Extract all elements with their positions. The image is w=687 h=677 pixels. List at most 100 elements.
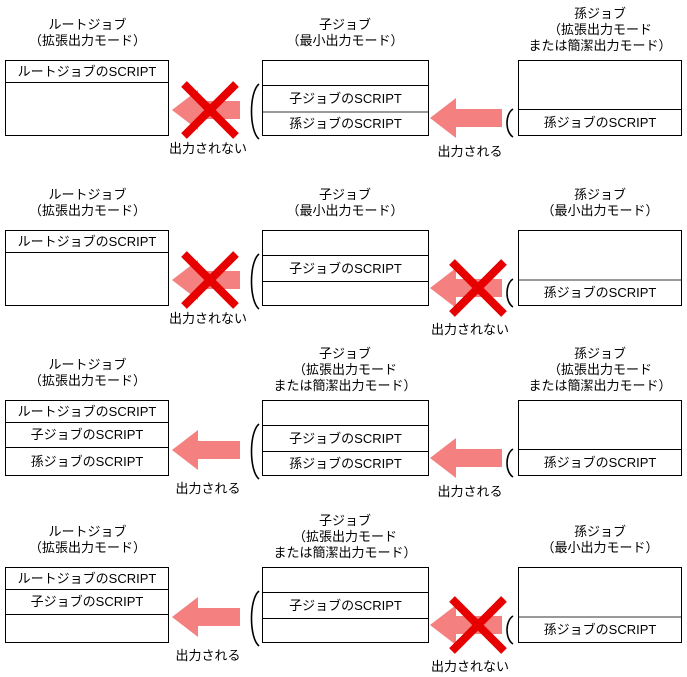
- child-job-title-line3: または簡潔出力モード）: [273, 378, 417, 393]
- grandchild-job-title-line2: （最小出力モード）: [541, 540, 659, 555]
- no-output-cross-icon: [178, 78, 242, 147]
- child-job-title: 子ジョブ （最小出力モード）: [245, 187, 445, 219]
- script-section: ルートジョブのSCRIPT: [17, 403, 157, 419]
- root-job-title-line2: （拡張出力モード）: [28, 203, 146, 218]
- arrow-caption: 出力されない: [430, 659, 509, 674]
- child-job-title-line2: （最小出力モード）: [286, 33, 404, 48]
- child-job-title-line1: 子ジョブ: [318, 346, 371, 361]
- empty-section: [263, 401, 428, 425]
- merge-bracket-icon: [246, 590, 260, 652]
- grandchild-job-title-line3: または簡潔出力モード）: [528, 378, 672, 393]
- grandchild-job-title-line1: 孫ジョブ: [573, 6, 626, 21]
- script-section: 子ジョブのSCRIPT: [263, 425, 428, 451]
- child-job-box: 子ジョブのSCRIPT: [262, 230, 429, 306]
- arrow-caption: 出力されない: [168, 311, 247, 326]
- empty-section: [519, 231, 681, 279]
- output-arrow-icon: [172, 595, 240, 644]
- arrow-caption: 出力される: [175, 648, 241, 663]
- child-job-title: 子ジョブ （拡張出力モード または簡潔出力モード）: [245, 513, 445, 561]
- child-job-title: 子ジョブ （拡張出力モード または簡潔出力モード）: [245, 346, 445, 394]
- grandchild-job-title: 孫ジョブ （最小出力モード）: [506, 187, 687, 219]
- root-job-title-line1: ルートジョブ: [48, 17, 127, 32]
- merge-bracket-icon: [502, 278, 514, 313]
- diagram-row-1: ルートジョブ （拡張出力モード） ルートジョブのSCRIPT 出力されない 子ジ…: [0, 0, 687, 170]
- merge-bracket-icon: [502, 108, 514, 143]
- arrow-caption: 出力される: [175, 481, 241, 496]
- child-job-box: 子ジョブのSCRIPT 孫ジョブのSCRIPT: [262, 400, 429, 476]
- output-arrow-icon: [172, 428, 240, 477]
- script-section: 孫ジョブのSCRIPT: [263, 111, 428, 135]
- script-section: 子ジョブのSCRIPT: [263, 255, 428, 281]
- child-job-title-line2: （最小出力モード）: [286, 203, 404, 218]
- no-output-cross-icon: [446, 593, 510, 662]
- root-job-title: ルートジョブ （拡張出力モード）: [0, 357, 175, 389]
- arrow-caption: 出力される: [437, 484, 503, 499]
- empty-section: [519, 568, 681, 616]
- output-arrow-icon: [430, 266, 502, 315]
- child-job-box: 子ジョブのSCRIPT 孫ジョブのSCRIPT: [262, 60, 429, 136]
- merge-bracket-icon: [246, 83, 260, 145]
- empty-section: [6, 252, 168, 305]
- output-arrow-icon: [430, 603, 502, 652]
- child-job-title-line3: または簡潔出力モード）: [273, 545, 417, 560]
- grandchild-job-title-line2: （最小出力モード）: [541, 203, 659, 218]
- script-section: 子ジョブのSCRIPT: [263, 85, 428, 111]
- root-job-title-line2: （拡張出力モード）: [28, 373, 146, 388]
- child-job-title-line1: 子ジョブ: [318, 187, 371, 202]
- script-section: 孫ジョブのSCRIPT: [519, 616, 681, 642]
- root-job-title: ルートジョブ （拡張出力モード）: [0, 17, 175, 49]
- arrow-caption: 出力されない: [168, 141, 247, 156]
- merge-bracket-icon: [246, 423, 260, 485]
- merge-bracket-icon: [502, 615, 514, 650]
- script-section: 子ジョブのSCRIPT: [6, 422, 168, 447]
- diagram-row-3: ルートジョブ （拡張出力モード） ルートジョブのSCRIPT 子ジョブのSCRI…: [0, 340, 687, 510]
- grandchild-job-box: 孫ジョブのSCRIPT: [518, 230, 682, 306]
- empty-section: [263, 231, 428, 255]
- empty-section: [519, 401, 681, 449]
- empty-section: [263, 618, 428, 642]
- script-section: 孫ジョブのSCRIPT: [263, 451, 428, 475]
- grandchild-job-title-line3: または簡潔出力モード）: [528, 38, 672, 53]
- child-job-box: 子ジョブのSCRIPT: [262, 567, 429, 643]
- grandchild-job-title-line2: （拡張出力モード: [547, 362, 652, 377]
- grandchild-job-title-line2: （拡張出力モード: [547, 22, 652, 37]
- grandchild-job-title-line1: 孫ジョブ: [573, 346, 626, 361]
- merge-bracket-icon: [502, 448, 514, 483]
- child-job-title-line1: 子ジョブ: [318, 513, 371, 528]
- root-job-box: ルートジョブのSCRIPT: [5, 60, 169, 136]
- script-section: ルートジョブのSCRIPT: [17, 63, 157, 79]
- arrow-caption: 出力される: [437, 144, 503, 159]
- script-section: ルートジョブのSCRIPT: [17, 233, 157, 249]
- root-job-title: ルートジョブ （拡張出力モード）: [0, 524, 175, 556]
- script-section: 子ジョブのSCRIPT: [263, 592, 428, 618]
- grandchild-job-box: 孫ジョブのSCRIPT: [518, 567, 682, 643]
- output-arrow-icon: [430, 436, 502, 485]
- child-job-title-line1: 子ジョブ: [318, 17, 371, 32]
- grandchild-job-title: 孫ジョブ （拡張出力モード または簡潔出力モード）: [506, 346, 687, 394]
- root-job-title-line1: ルートジョブ: [48, 524, 127, 539]
- root-job-title: ルートジョブ （拡張出力モード）: [0, 187, 175, 219]
- child-job-title-line2: （拡張出力モード: [292, 362, 397, 377]
- empty-section: [6, 614, 168, 642]
- root-job-title-line2: （拡張出力モード）: [28, 540, 146, 555]
- merge-bracket-icon: [246, 253, 260, 315]
- empty-section: [263, 61, 428, 85]
- root-job-box: ルートジョブのSCRIPT: [5, 230, 169, 306]
- diagram-row-2: ルートジョブ （拡張出力モード） ルートジョブのSCRIPT 出力されない 子ジ…: [0, 170, 687, 340]
- root-job-title-line2: （拡張出力モード）: [28, 33, 146, 48]
- empty-section: [6, 82, 168, 135]
- grandchild-job-title-line1: 孫ジョブ: [573, 187, 626, 202]
- script-section: 孫ジョブのSCRIPT: [519, 109, 681, 135]
- root-job-box: ルートジョブのSCRIPT 子ジョブのSCRIPT: [5, 567, 169, 643]
- script-section: 子ジョブのSCRIPT: [6, 589, 168, 614]
- script-section: ルートジョブのSCRIPT: [17, 570, 157, 586]
- script-section: 孫ジョブのSCRIPT: [519, 279, 681, 305]
- grandchild-job-box: 孫ジョブのSCRIPT: [518, 400, 682, 476]
- root-job-title-line1: ルートジョブ: [48, 187, 127, 202]
- arrow-caption: 出力されない: [430, 322, 509, 337]
- child-job-title-line2: （拡張出力モード: [292, 529, 397, 544]
- grandchild-job-title-line1: 孫ジョブ: [573, 524, 626, 539]
- no-output-cross-icon: [446, 256, 510, 325]
- grandchild-job-title: 孫ジョブ （最小出力モード）: [506, 524, 687, 556]
